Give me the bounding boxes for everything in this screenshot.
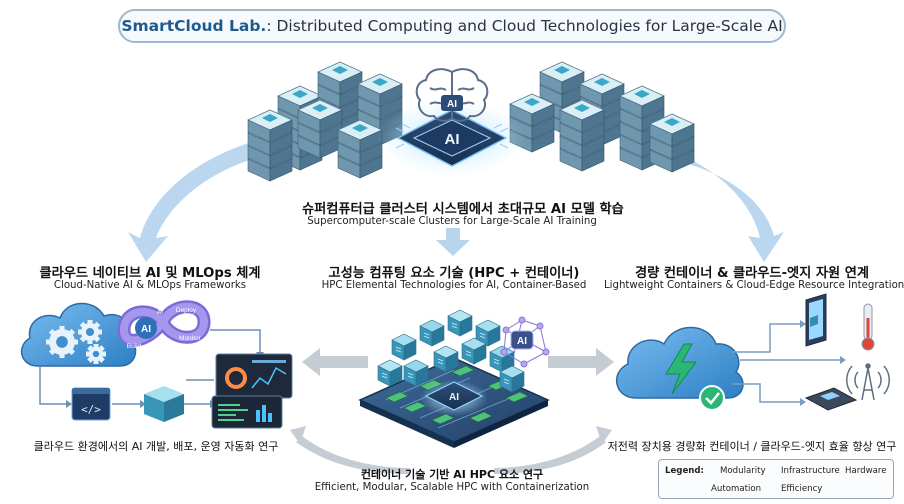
code-window-icon [71,387,111,421]
left-flow-lines [39,329,261,405]
right-caption: 저전력 장치용 경량화 컨테이너 / 클라우드-엣지 효율 향상 연구 [607,440,897,453]
memory-module [469,411,493,423]
svg-text:AI: AI [449,392,459,403]
dashboard-screen-2 [211,395,283,429]
gear-icon [78,320,102,344]
svg-text:Build: Build [127,343,142,350]
page-title: SmartCloud Lab.: Distributed Computing a… [118,9,786,43]
svg-text:AI: AI [157,309,163,316]
neural-network-icon [500,316,550,368]
memory-module [451,365,475,377]
svg-text:</>: </> [81,403,101,416]
left-title-ko: 클라우드 네이티브 AI 및 MLOps 체계 [39,266,261,281]
left-caption: 클라우드 환경에서의 AI 개발, 배포, 운영 자동화 연구 [33,440,279,453]
gear-icon [46,326,78,358]
right-title-ko: 경량 컨테이너 & 클라우드-엣지 자원 연계 [634,266,870,281]
memory-module [505,391,529,403]
right-title-en: Lightweight Containers & Cloud-Edge Reso… [604,280,904,291]
brand-name: SmartCloud Lab. [121,17,267,35]
server-rack [559,99,605,172]
container-cube-icon [433,345,459,373]
center-caption-ko: 컨테이너 기술 기반 AI HPC 요소 연구 [360,468,544,481]
center-title-ko: 고성능 컴퓨팅 요소 기술 (HPC + 컨테이너) [328,266,580,281]
smartphone-icon [805,293,827,347]
server-rack [649,113,695,173]
container-cube-icon [419,319,445,347]
bottom-arc-left [290,426,410,474]
down-arrow-center [436,228,470,256]
legend-item-modularity: Modularity [720,466,766,476]
svg-text:Monitor: Monitor [179,335,202,342]
svg-text:AI: AI [517,336,527,347]
server-rack [297,99,343,159]
bottom-arc-right [494,426,612,474]
gear-icon [46,320,106,364]
server-rack [337,119,383,179]
mlops-infinity-loop [117,300,211,347]
center-caption-en: Efficient, Modular, Scalable HPC with Co… [314,482,590,493]
legend-item-automation: Automation [711,484,762,494]
container-cube-icon [403,359,429,387]
edge-board-icon [804,387,858,411]
thermometer-icon [861,303,875,351]
checkmark-badge-icon [699,385,725,411]
antenna-tower-icon [846,363,890,401]
page-subtitle: : Distributed Computing and Cloud Techno… [266,17,783,35]
legend-item-efficiency: Efficiency [781,484,823,494]
container-cube-icon [144,386,184,422]
legend-title: Legend: [665,466,704,476]
svg-text:AI: AI [141,324,151,335]
memory-module [431,413,455,425]
center-title-en: HPC Elemental Technologies for AI, Conta… [321,280,587,291]
right-flow-lines [732,323,840,403]
ai-chip-center [420,380,488,416]
memory-module [385,391,409,403]
container-cube-icon [377,359,403,387]
top-title-ko: 슈퍼컴퓨터급 클러스터 시스템에서 초대규모 AI 모델 학습 [302,202,624,217]
legend-box: Legend: Modularity Infrastructure Hardwa… [658,459,894,499]
server-rack [247,109,293,182]
svg-text:AI: AI [447,99,457,110]
container-cube-icon [461,337,487,365]
svg-text:Deploy: Deploy [176,307,197,314]
arrow-center-to-right [548,348,614,376]
brain-icon [415,68,489,122]
svg-text:AI: AI [445,131,460,148]
lightning-icon [665,343,697,395]
dashboard-screen-1 [215,353,293,399]
top-title-en: Supercomputer-scale Clusters for Large-S… [307,216,597,227]
ai-chip-top: AI [378,100,526,176]
container-cube-icon [447,309,473,337]
left-title-en: Cloud-Native AI & MLOps Frameworks [53,280,247,291]
container-cubes [377,309,525,393]
server-cluster [247,61,695,182]
arrow-center-to-left [302,348,368,376]
gear-icon [86,344,106,364]
brain-ai-badge [441,95,463,111]
legend-item-hardware: Hardware [845,466,887,476]
curved-arrow-left [128,140,262,262]
legend-item-infrastructure: Infrastructure [781,466,840,476]
container-cube-icon [391,333,417,361]
container-cube-icon [499,365,525,393]
